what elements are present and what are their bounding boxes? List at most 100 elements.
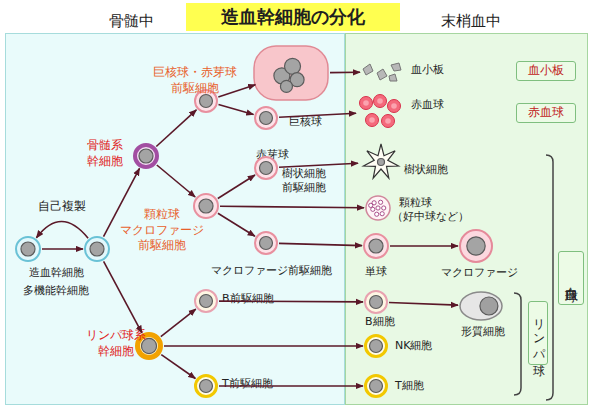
differentiation-arrow [157,165,195,197]
dendritic-body [364,144,399,178]
differentiation-arrow [104,261,142,333]
cell-nucleus [370,296,383,309]
red-cell [360,97,373,110]
granule [382,206,386,210]
cell-nucleus [200,380,213,393]
cell-label: 巨核球 [289,115,339,129]
differentiation-arrow [220,206,364,208]
cell-nucleus [378,159,385,166]
differentiation-arrow [218,175,255,199]
cell-body [254,46,328,100]
cell-graphic [133,143,159,169]
cell-graphic [459,229,493,263]
differentiation-arrow [219,385,363,387]
differentiation-arrow [42,248,83,250]
cell-node: 造血幹細胞多機能幹細胞 [15,236,41,262]
cell-graphic [254,231,278,255]
cell-node: 顆粒球（好中球など） [365,195,391,221]
red-cell-center [377,98,383,104]
category-label: 赤血球 [517,104,575,122]
cell-nucleus [280,80,292,92]
cell-graphic [357,93,403,131]
cell-graphic [361,61,405,83]
cell-body [255,232,277,254]
cell-label: T前駆細胞 [222,377,292,391]
cell-node: 血小板 [361,61,405,83]
cell-node: T細胞 [364,374,388,398]
cell-body [255,157,277,179]
cell-label: 顆粒球 マクロファージ 前駆細胞 [117,207,207,254]
category-label: リンパ球 [529,302,547,364]
cell-node: 単球 [363,233,389,259]
cell-graphic [84,236,110,262]
diagram-title: 造血幹細胞の分化 [186,3,400,31]
cell-body [135,145,157,167]
edge-label: 自己複製 [37,199,87,213]
cell-node: リンパ球系 幹細胞 [135,332,163,360]
granule [376,206,380,210]
category-box: 血小板 [516,61,576,81]
category-box: 白血球 [558,251,584,305]
cell-label: リンパ球系 幹細胞 [83,328,149,359]
cell-graphic [254,106,278,130]
cell-body [85,237,109,261]
cell-nucleus [139,149,153,163]
region-panel: 骨髄中造血幹細胞多機能幹細胞骨髄系 幹細胞リンパ球系 幹細胞巨核球・赤芽球 前駆… [5,33,345,405]
cell-label: 樹状細胞 [404,163,464,177]
cell-body [460,230,492,262]
red-cell [366,114,379,127]
differentiation-arrow [161,309,196,337]
cell-node: B細胞 [364,290,388,314]
cell-label: 多機能幹細胞 [6,284,106,298]
differentiation-arrow [219,105,254,115]
cell-nucleus [260,237,273,250]
differentiation-arrow [218,85,255,97]
region-panel: 末梢血中血小板赤血球樹状細胞顆粒球（好中球など）単球マクロファージB細胞形質細胞… [345,33,588,405]
red-cell [374,95,387,108]
cell-node: NK細胞 [364,334,388,358]
cell-body [194,194,218,218]
cell-node: 形質細胞 [459,291,503,321]
cell-graphic [364,334,388,358]
red-cell-center [369,117,375,123]
cell-node [84,236,110,262]
platelet-fragment [363,64,373,75]
platelet-fragment [377,69,387,80]
cell-node: マクロファージ前駆細胞 [254,231,278,255]
cell-body [365,291,387,313]
cell-label: 形質細胞 [461,325,521,339]
category-label: 白血球 [559,252,583,304]
cell-label: NK細胞 [395,339,455,353]
cell-label: 骨髄系 幹細胞 [81,138,129,169]
red-cell-center [363,100,369,106]
differentiation-arrow [218,213,255,236]
cell-graphic [459,291,503,321]
cell-node: 赤血球 [357,93,403,131]
leukocyte-bracket [546,155,553,400]
differentiation-arrow [330,71,360,73]
differentiation-arrow [219,300,363,302]
cell-graphic [359,143,403,181]
category-box: 赤血球 [516,103,576,123]
cell-label: 樹状細胞 前駆細胞 [282,167,334,196]
cell-body [195,290,217,312]
red-cell [388,100,401,113]
cell-label: 顆粒球 [399,196,459,210]
red-cell-center [385,118,391,124]
cell-graphic [194,374,218,398]
cell-label: マクロファージ前駆細胞 [201,264,341,278]
panel-heading: 末梢血中 [429,12,513,32]
differentiation-arrow [279,113,356,117]
granule [375,212,379,216]
cell-graphic [365,195,391,221]
cell-node: 樹状細胞 前駆細胞 [254,156,278,180]
cell-label: T細胞 [395,379,455,393]
cell-body [196,376,217,397]
cell-label: （好中球など） [392,210,484,224]
cell-node: 巨核球 [253,45,329,101]
cell-node: 樹状細胞 [359,143,403,181]
cell-nucleus [21,242,35,256]
